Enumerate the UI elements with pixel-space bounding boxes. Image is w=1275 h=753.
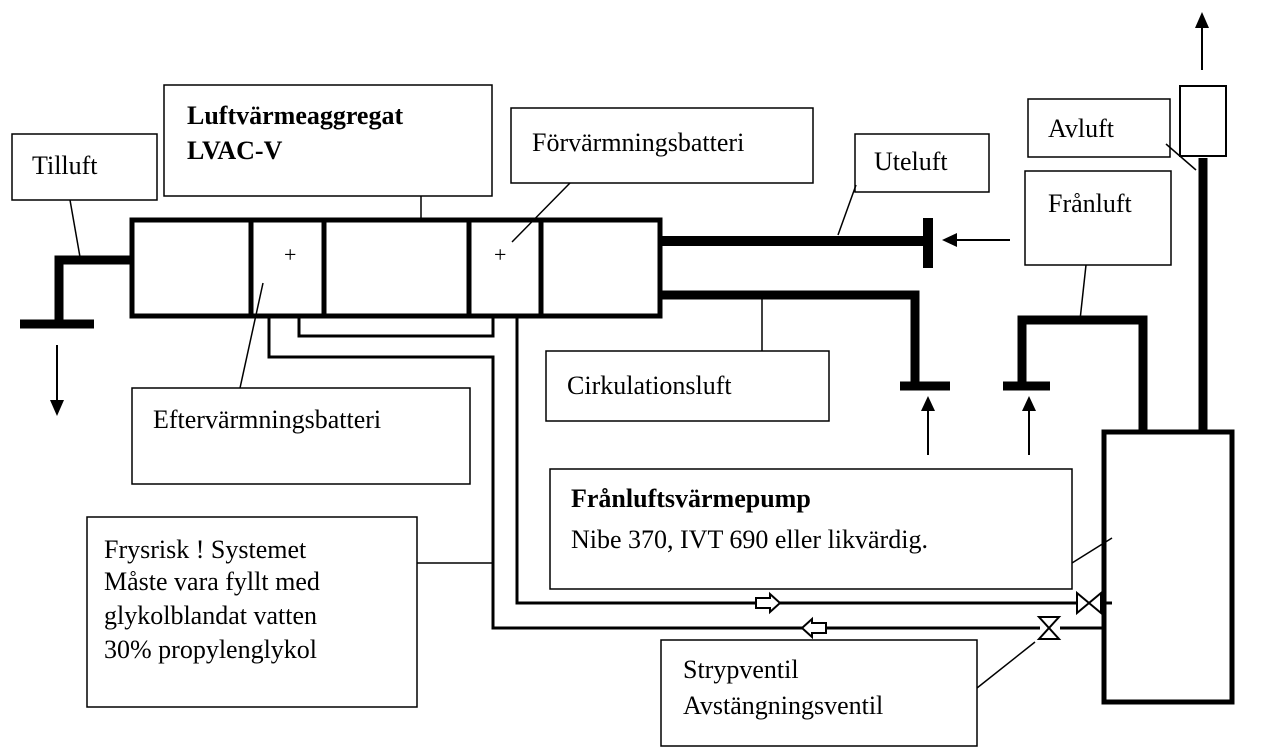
forvarmning-label: Förvärmningsbatteri (532, 128, 744, 157)
supply-air-arrow (50, 345, 64, 416)
aggregat-box (163, 84, 493, 197)
pump-title: Frånluftsvärmepump (571, 484, 811, 513)
circulation-air-duct (660, 290, 950, 391)
frysrisk-box (86, 516, 418, 708)
forvarmning-plus: + (494, 242, 506, 267)
forvarmning-box (510, 107, 814, 184)
avluft-arrow (1195, 12, 1209, 70)
frysrisk-line-1: Frysrisk ! Systemet (104, 535, 307, 564)
avstangningsventil-label: Avstängningsventil (683, 691, 883, 720)
unit-casing (129, 217, 663, 319)
heat-pump-cabinet (1101, 429, 1235, 705)
air-handling-unit (129, 217, 663, 319)
valve-throttle (1036, 616, 1062, 640)
frysrisk-line-2: Måste vara fyllt med (104, 567, 320, 596)
cirkulationsluft-box (545, 350, 830, 422)
aggregat-model: LVAC-V (187, 136, 283, 165)
frysrisk-line-3: glykolblandat vatten (104, 601, 317, 630)
strypventil-label: Strypventil (683, 655, 799, 684)
avluft-label: Avluft (1048, 114, 1115, 143)
uteluft-box (854, 133, 990, 193)
outdoor-air-duct (660, 218, 933, 268)
eftervarmning-box (131, 387, 471, 485)
leader-lines (69, 143, 1197, 689)
flow-arrow-supply (755, 591, 782, 615)
ventil-box (660, 639, 978, 747)
tilluft-box (11, 133, 158, 201)
glycol-pipes (267, 316, 1112, 630)
aggregat-title: Luftvärmeaggregat (187, 101, 403, 130)
pump-box (549, 468, 1073, 590)
pipe-battery-link (297, 316, 495, 338)
flow-arrow-return (800, 616, 827, 640)
franluft-box (1024, 170, 1172, 266)
pipe-return (267, 316, 1040, 630)
exhaust-air-duct (1003, 315, 1148, 432)
circulation-air-arrow (921, 396, 935, 455)
valve-shutoff (1076, 590, 1102, 616)
eftervarmning-label: Eftervärmningsbatteri (153, 405, 381, 434)
supply-air-duct (20, 255, 132, 329)
outdoor-air-arrow (942, 233, 1010, 247)
pipe-supply (515, 316, 1078, 605)
cirkulationsluft-label: Cirkulationsluft (567, 371, 732, 400)
tilluft-label: Tilluft (32, 151, 98, 180)
franluft-label: Frånluft (1048, 189, 1133, 218)
eftervarmning-plus: + (284, 242, 296, 267)
avluft-duct (1179, 85, 1227, 432)
pump-models: Nibe 370, IVT 690 eller likvärdig. (571, 525, 928, 554)
avluft-box (1027, 98, 1171, 158)
uteluft-label: Uteluft (874, 147, 948, 176)
frysrisk-line-4: 30% propylenglykol (104, 635, 317, 664)
exhaust-air-arrow (1022, 396, 1036, 455)
